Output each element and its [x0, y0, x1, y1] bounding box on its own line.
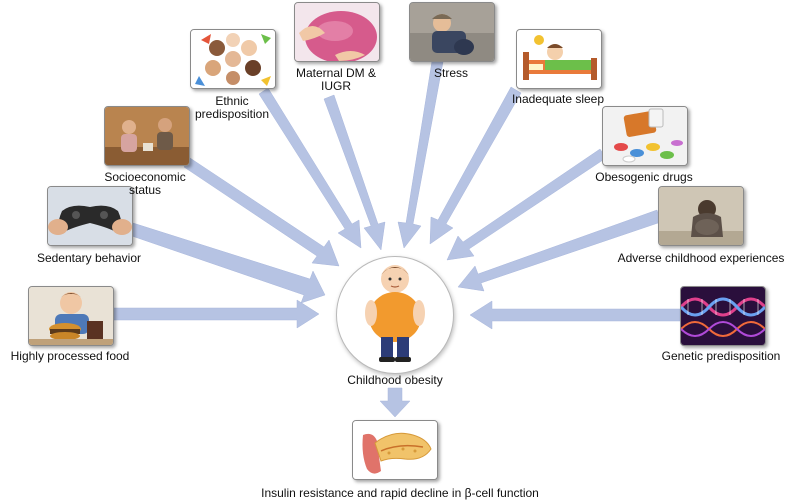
label-outcome: Insulin resistance and rapid decline in …	[261, 486, 539, 500]
burger-child-photo	[28, 286, 114, 346]
childhood-obesity-circle	[336, 256, 454, 374]
arrow-maternal-dm-iugr	[323, 94, 386, 251]
pancreas-icon	[352, 420, 438, 480]
arrow-sedentary-behavior	[128, 222, 326, 304]
label-obesogenic-drugs: Obesogenic drugs	[595, 170, 693, 184]
arrow-highly-processed-food	[111, 299, 320, 329]
label-adverse-childhood-experiences: Adverse childhood experiences	[617, 251, 785, 265]
arrow-adverse-childhood-experiences	[457, 209, 662, 292]
obese-child-icon	[365, 265, 425, 362]
child-in-bed-icon	[516, 29, 602, 89]
arrow-socioeconomic-status	[183, 157, 340, 267]
label-socioeconomic-status: Socioeconomic status	[104, 170, 186, 197]
label-genetic-predisposition: Genetic predisposition	[661, 349, 781, 363]
label-highly-processed-food: Highly processed food	[10, 349, 130, 363]
pregnant-belly-photo	[294, 2, 380, 62]
arrow-to-outcome	[379, 387, 411, 418]
arrow-stress	[397, 60, 444, 249]
label-childhood-obesity: Childhood obesity	[347, 373, 443, 387]
pills-photo	[602, 106, 688, 166]
arrow-inadequate-sleep	[429, 86, 522, 245]
game-controller-photo	[47, 186, 133, 246]
label-ethnic-predisposition: Ethnic predisposition	[194, 94, 270, 121]
stressed-child-photo	[409, 2, 495, 62]
arrow-ethnic-predisposition	[258, 87, 362, 249]
dna-helix-photo	[680, 286, 766, 346]
arrow-obesogenic-drugs	[446, 148, 607, 261]
sad-child-photo	[658, 186, 744, 246]
label-sedentary-behavior: Sedentary behavior	[36, 251, 142, 265]
poor-children-photo	[104, 106, 190, 166]
label-maternal-dm-iugr: Maternal DM & IUGR	[295, 66, 377, 93]
label-inadequate-sleep: Inadequate sleep	[511, 92, 605, 106]
arrow-genetic-predisposition	[469, 300, 681, 330]
diverse-children-photo	[190, 29, 276, 89]
label-stress: Stress	[433, 66, 468, 80]
